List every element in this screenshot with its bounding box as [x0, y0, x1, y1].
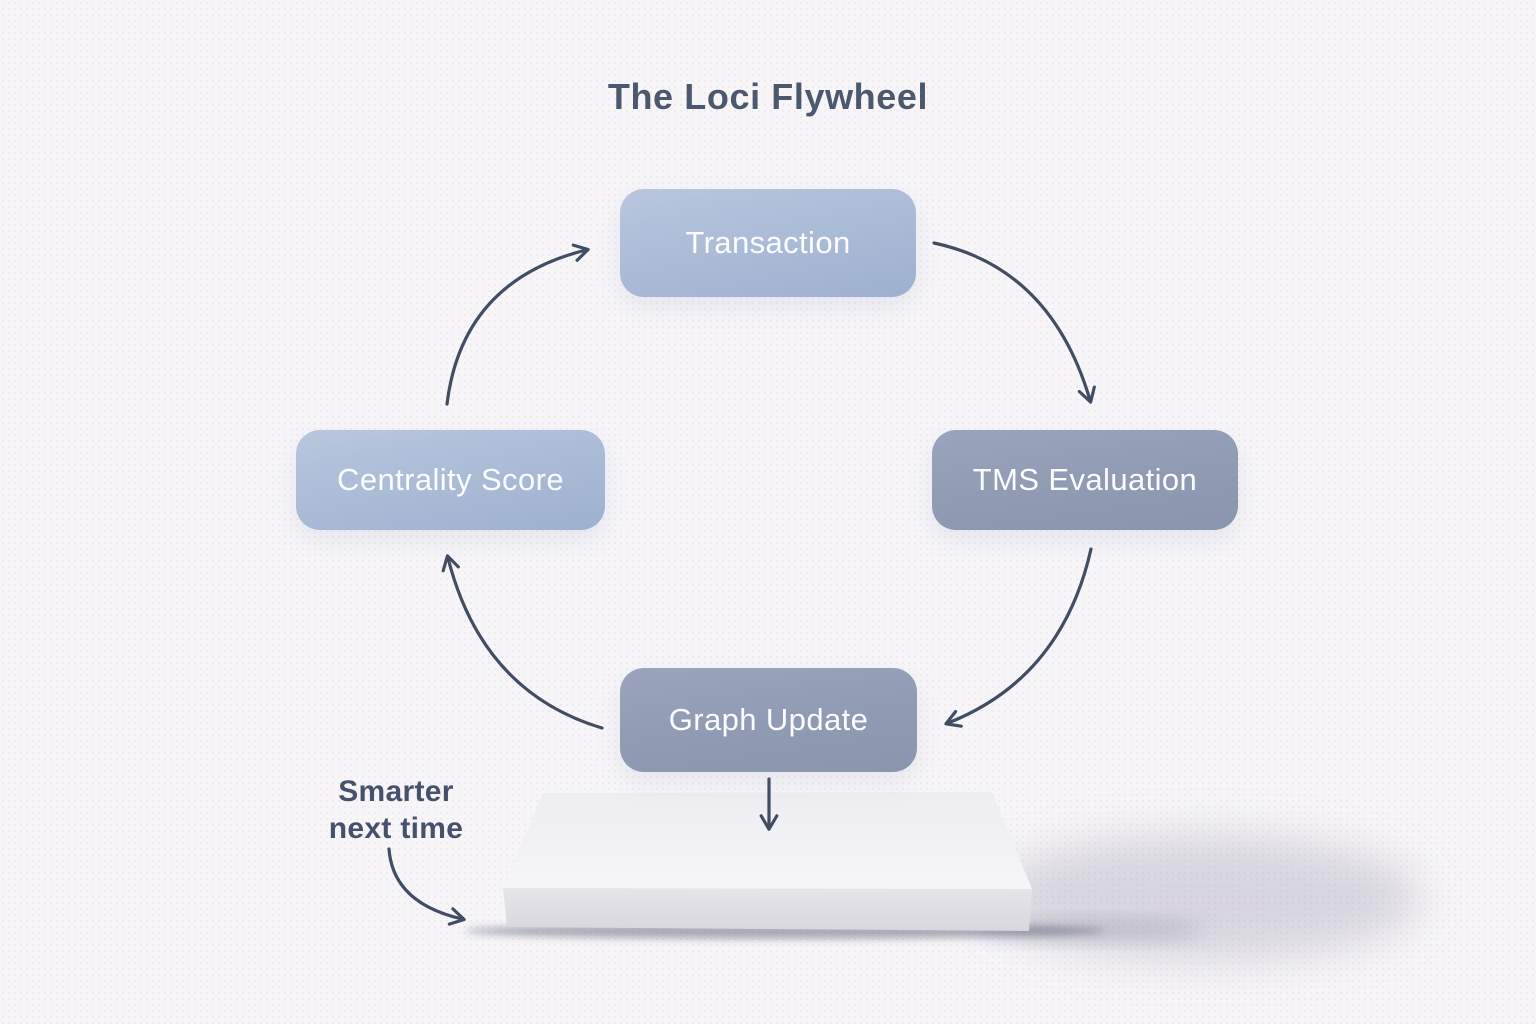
arrow-graph-to-centrality	[441, 554, 604, 730]
annotation-smarter-next-time: Smarter next time	[286, 773, 506, 847]
diagram-title: The Loci Flywheel	[607, 76, 929, 117]
arrow-centrality-to-transaction	[445, 243, 590, 406]
node-tms-evaluation-label: TMS Evaluation	[972, 462, 1198, 497]
arrow-annotation-to-platform	[387, 847, 466, 926]
node-tms-evaluation: TMS Evaluation	[932, 430, 1238, 530]
node-transaction: Transaction	[620, 189, 916, 297]
annotation-line-1: Smarter	[338, 775, 454, 808]
arrow-transaction-to-tms	[932, 241, 1096, 404]
platform-front-face	[503, 888, 1032, 931]
node-graph-update: Graph Update	[620, 668, 917, 772]
platform-soft-shadow	[990, 836, 1420, 960]
node-centrality-score-label: Centrality Score	[337, 462, 564, 497]
arrow-tms-to-graph	[944, 547, 1093, 728]
annotation-line-2: next time	[328, 812, 464, 845]
platform-top-face	[503, 792, 1032, 889]
node-graph-update-label: Graph Update	[668, 702, 869, 737]
node-centrality-score: Centrality Score	[296, 430, 605, 530]
node-transaction-label: Transaction	[685, 225, 851, 260]
